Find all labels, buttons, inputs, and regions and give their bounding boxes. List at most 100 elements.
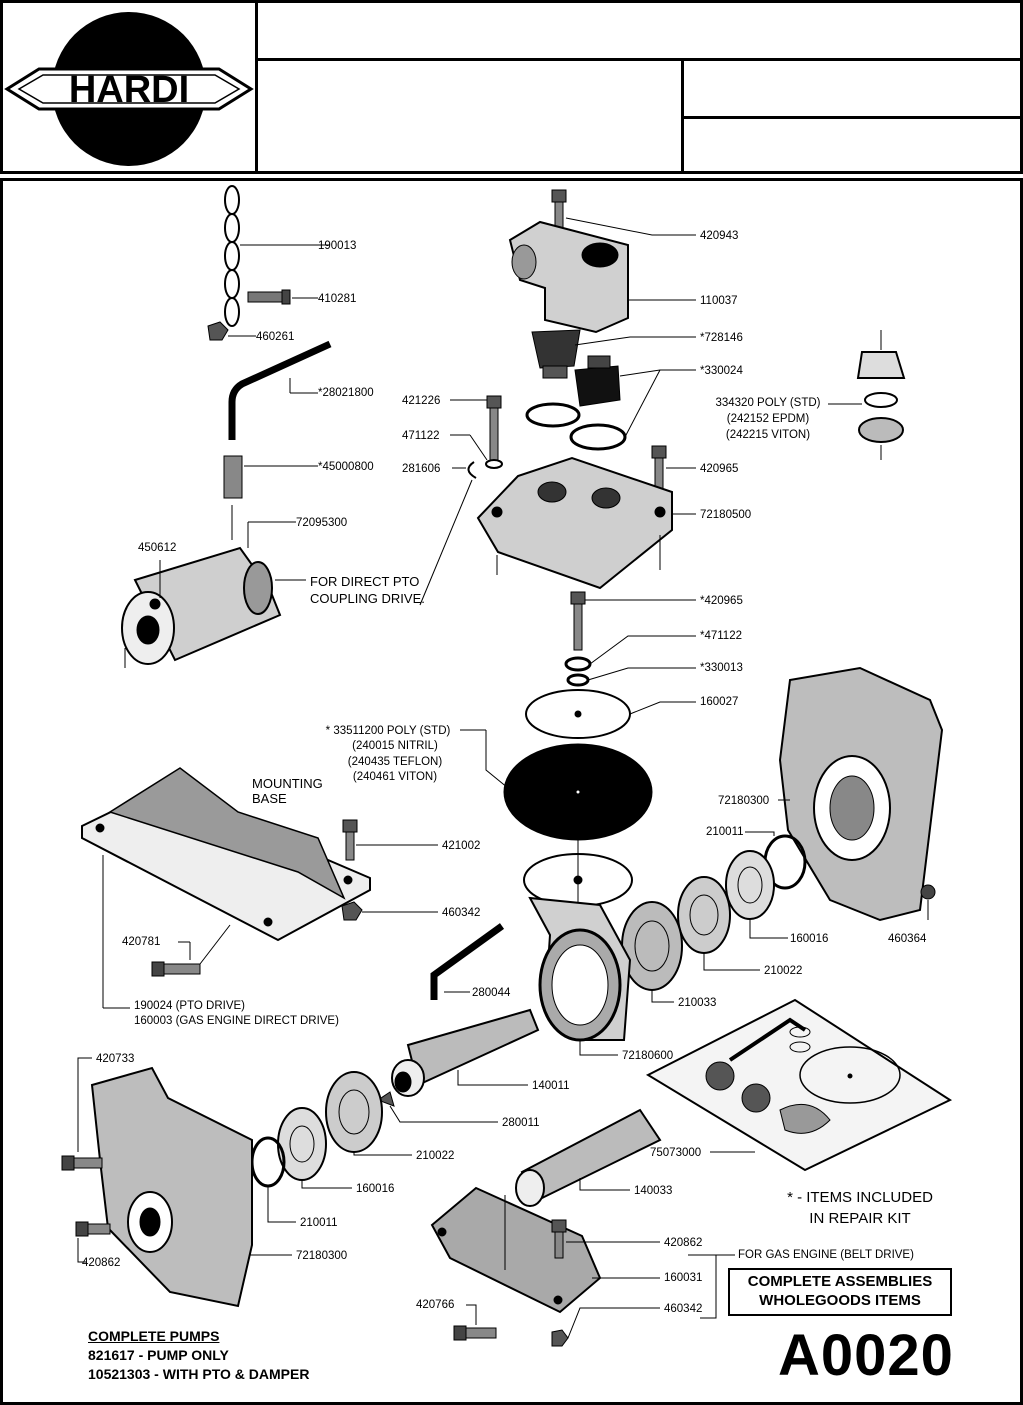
complete-pumps-title: COMPLETE PUMPS <box>88 1328 220 1344</box>
note-repair-kit-1: * - ITEMS INCLUDED <box>787 1189 933 1206</box>
bolt-420733 <box>61 1155 103 1171</box>
bearing-210033 <box>621 901 683 991</box>
label-210033: 210033 <box>678 997 717 1009</box>
note-mounting-1: MOUNTING <box>252 776 323 791</box>
label-420733: 420733 <box>96 1053 135 1065</box>
label-421226: 421226 <box>402 395 441 407</box>
label-460364: 460364 <box>888 933 927 945</box>
pto-coupling-part <box>121 546 282 665</box>
label-450612: 450612 <box>138 542 177 554</box>
port-block-part <box>508 220 629 334</box>
label-72095300: 72095300 <box>296 517 348 529</box>
repair-kit-tray <box>645 998 953 1172</box>
description-cell <box>255 58 684 174</box>
note-direct-pto-2: COUPLING DRIVE. <box>310 591 425 606</box>
note-mounting-2: BASE <box>252 791 287 806</box>
label-210022-left: 210022 <box>416 1150 455 1162</box>
label-28021800: *28021800 <box>318 387 374 399</box>
bracket-160031-part <box>430 1186 602 1314</box>
label-72180300-left: 72180300 <box>296 1250 348 1262</box>
complete-pumps-line-1: 821617 - PUMP ONLY <box>88 1347 229 1363</box>
logo-text: HARDI <box>69 69 189 111</box>
bolt-420862b <box>75 1221 111 1237</box>
label-72180500: 72180500 <box>700 509 752 521</box>
drawing-number: A0020 <box>778 1323 954 1388</box>
assemblies-line-1: COMPLETE ASSEMBLIES <box>747 1273 933 1290</box>
bolt-421226 <box>486 395 502 461</box>
bearing-160016b <box>277 1107 327 1181</box>
label-280011: 280011 <box>502 1117 540 1129</box>
label-33511200: * 33511200 POLY (STD) <box>325 725 451 737</box>
label-240015: (240015 NITRIL) <box>352 740 438 752</box>
label-140011: 140011 <box>532 1080 570 1092</box>
valve-housing-part <box>476 456 673 590</box>
label-410281: 410281 <box>318 293 357 305</box>
label-160016-left: 160016 <box>356 1183 395 1195</box>
complete-assemblies-box: COMPLETE ASSEMBLIES WHOLEGOODS ITEMS <box>728 1268 952 1316</box>
mounting-base-part <box>81 767 371 942</box>
crankshaft-part <box>391 1008 540 1097</box>
note-repair-kit-2: IN REPAIR KIT <box>809 1210 911 1227</box>
seal-210011b <box>250 1136 286 1188</box>
bearing-210022a <box>677 876 731 954</box>
label-471122: 471122 <box>402 430 440 442</box>
bolt-420781 <box>151 961 201 977</box>
complete-pumps-line-2: 10521303 - WITH PTO & DAMPER <box>88 1366 310 1382</box>
label-160016-right: 160016 <box>790 933 829 945</box>
label-210011-left: 210011 <box>300 1217 338 1229</box>
bolt-421002 <box>342 819 358 861</box>
label-460342-top: 460342 <box>442 907 481 919</box>
label-160031: 160031 <box>664 1272 703 1284</box>
spare-valve-assembly <box>856 351 906 443</box>
label-190024: 190024 (PTO DRIVE) <box>134 1000 246 1012</box>
label-72180300-right: 72180300 <box>718 795 770 807</box>
label-160027: 160027 <box>700 696 739 708</box>
label-242215: (242215 VITON) <box>725 429 811 441</box>
chain-part <box>224 185 240 327</box>
label-460261: 460261 <box>256 331 295 343</box>
label-190013: 190013 <box>318 240 357 252</box>
bolt-420965-lower <box>570 591 586 651</box>
label-728146: *728146 <box>700 332 743 344</box>
label-420965: 420965 <box>700 463 739 475</box>
label-45000800: *45000800 <box>318 461 374 473</box>
label-420862-left: 420862 <box>82 1257 121 1269</box>
label-420781: 420781 <box>122 936 161 948</box>
label-420943: 420943 <box>700 230 739 242</box>
valve-728146 <box>531 329 581 379</box>
label-280044: 280044 <box>472 987 511 999</box>
note-gas-engine: FOR GAS ENGINE (BELT DRIVE) <box>738 1249 914 1261</box>
hardi-logo: HARDI <box>4 12 254 166</box>
label-420862-top: 420862 <box>664 1237 703 1249</box>
pump-housing-left <box>90 1066 253 1308</box>
valve-330024 <box>574 355 621 407</box>
assemblies-line-2: WHOLEGOODS ITEMS <box>759 1292 921 1309</box>
info-cell-bottom <box>681 116 1023 174</box>
label-210011-right: 210011 <box>706 826 744 838</box>
label-281606: 281606 <box>402 463 441 475</box>
pump-housing-right <box>778 666 944 922</box>
bolt-420766 <box>453 1325 497 1341</box>
label-160003: 160003 (GAS ENGINE DIRECT DRIVE) <box>134 1015 339 1027</box>
note-direct-pto-1: FOR DIRECT PTO <box>310 574 420 589</box>
label-72180600: 72180600 <box>622 1050 674 1062</box>
bearing-160016a <box>725 850 775 920</box>
label-330013: *330013 <box>700 662 743 674</box>
bolt-420862a <box>551 1219 567 1259</box>
label-240461: (240461 VITON) <box>352 771 438 783</box>
label-110037: 110037 <box>700 295 738 307</box>
label-75073000: 75073000 <box>650 1147 702 1159</box>
connecting-rod-part <box>528 896 632 1042</box>
label-420965-star: *420965 <box>700 595 743 607</box>
label-420766: 420766 <box>416 1299 455 1311</box>
label-140033: 140033 <box>634 1185 673 1197</box>
label-421002: 421002 <box>442 840 481 852</box>
logo-cell: HARDI <box>0 0 258 174</box>
label-334320: 334320 POLY (STD) <box>715 397 821 409</box>
label-471122-star: *471122 <box>700 630 742 642</box>
label-330024: *330024 <box>700 365 743 377</box>
shaft-140033-part <box>515 1108 662 1207</box>
bolt-410281 <box>247 289 291 305</box>
